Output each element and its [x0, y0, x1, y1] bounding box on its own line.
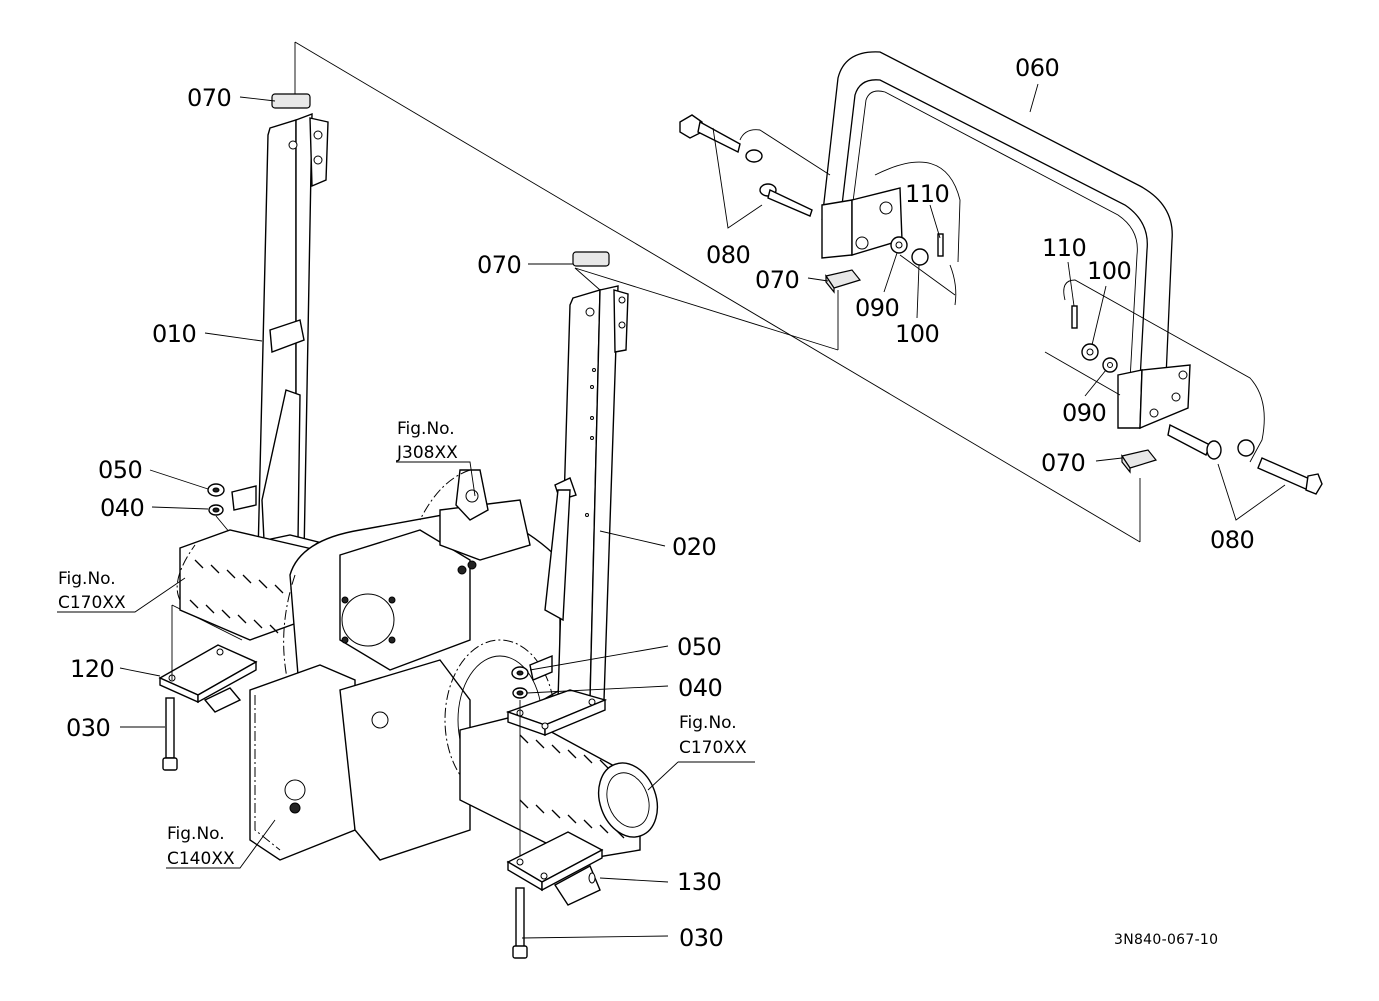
- end-cap-icon: [271, 93, 311, 109]
- figure-references: Fig.No. J308XX Fig.No. C170XX Fig.No. C1…: [58, 419, 747, 869]
- label-070: 070: [1041, 449, 1085, 477]
- assembly-guide-lines: [294, 41, 1141, 543]
- label-030: 030: [66, 714, 110, 742]
- lower-bracket-130: [506, 831, 604, 959]
- bracket-cap-right: [1121, 449, 1158, 474]
- drawing-code: 3N840-067-10: [1114, 932, 1218, 948]
- label-090: 090: [855, 294, 899, 322]
- part-labels: 070 010 050 040 120 030 070 020 050 040 …: [66, 54, 1255, 952]
- label-050: 050: [677, 633, 721, 661]
- end-cap-icon: [572, 251, 610, 267]
- fig-ref-number: C170XX: [58, 593, 126, 613]
- label-040: 040: [678, 674, 722, 702]
- label-070: 070: [187, 84, 231, 112]
- label-110: 110: [905, 180, 949, 208]
- bracket-cap-left: [825, 269, 862, 294]
- fig-ref-number: J308XX: [396, 443, 458, 463]
- label-050: 050: [98, 456, 142, 484]
- fig-ref-number: C140XX: [167, 849, 235, 869]
- fig-ref-label: Fig.No.: [58, 569, 116, 589]
- label-080: 080: [1210, 526, 1254, 554]
- label-100: 100: [895, 320, 939, 348]
- label-090: 090: [1062, 399, 1106, 427]
- label-030: 030: [679, 924, 723, 952]
- label-010: 010: [152, 320, 196, 348]
- left-hinge-hardware: [679, 114, 961, 306]
- label-110: 110: [1042, 234, 1086, 262]
- label-070: 070: [755, 266, 799, 294]
- fig-ref-number: C170XX: [679, 738, 747, 758]
- foldable-rops-bar: [821, 51, 1191, 430]
- label-100: 100: [1087, 257, 1131, 285]
- right-rops-post: [505, 251, 629, 737]
- right-hinge-hardware: [1044, 279, 1323, 495]
- fig-ref-label: Fig.No.: [679, 713, 737, 733]
- fig-ref-label: Fig.No.: [397, 419, 455, 439]
- label-130: 130: [677, 868, 721, 896]
- lower-bracket-120: [158, 604, 258, 771]
- label-060: 060: [1015, 54, 1059, 82]
- label-020: 020: [672, 533, 716, 561]
- label-080: 080: [706, 241, 750, 269]
- label-040: 040: [100, 494, 144, 522]
- leader-lines: [57, 83, 1286, 939]
- fig-ref-label: Fig.No.: [167, 824, 225, 844]
- label-070: 070: [477, 251, 521, 279]
- label-120: 120: [70, 655, 114, 683]
